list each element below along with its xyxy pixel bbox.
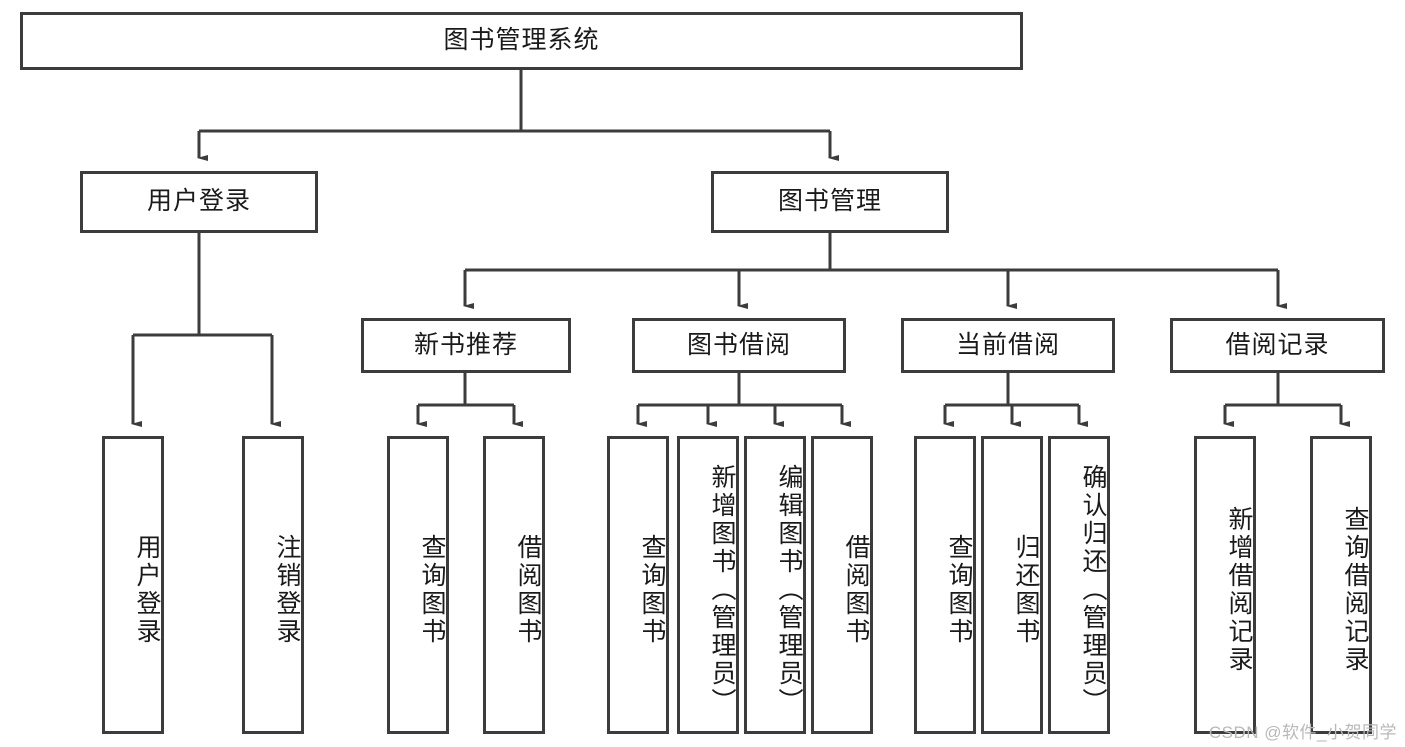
node-book-manage-label: 图书管理 — [777, 187, 882, 216]
node-book-borrow[interactable]: 图书借阅 — [632, 318, 846, 373]
leaf-query-book-1-label: 查询图书 — [418, 534, 446, 646]
leaf-add-record[interactable]: 新增借阅记录 — [1194, 436, 1256, 734]
leaf-logout-login-label: 注销登录 — [273, 534, 301, 646]
node-root[interactable]: 图书管理系统 — [20, 12, 1023, 70]
node-book-borrow-label: 图书借阅 — [686, 330, 791, 359]
leaf-add-book-label: 新增图书（管理员） — [708, 464, 736, 716]
leaf-confirm-return[interactable]: 确认归还（管理员） — [1048, 436, 1110, 734]
leaf-query-book-2-label: 查询图书 — [638, 534, 666, 646]
leaf-query-book-3-label: 查询图书 — [945, 534, 973, 646]
leaf-query-book-3[interactable]: 查询图书 — [914, 436, 976, 734]
csdn-watermark: CSDN @软件_小贺同学 — [1208, 723, 1397, 742]
leaf-query-book-1[interactable]: 查询图书 — [387, 436, 449, 734]
node-user-login[interactable]: 用户登录 — [80, 171, 318, 233]
leaf-return-book[interactable]: 归还图书 — [981, 436, 1043, 734]
leaf-query-record[interactable]: 查询借阅记录 — [1310, 436, 1372, 734]
node-new-book-recommend-label: 新书推荐 — [413, 330, 518, 359]
leaf-borrow-book-1-label: 借阅图书 — [514, 534, 542, 646]
leaf-user-login[interactable]: 用户登录 — [102, 436, 164, 734]
node-borrow-record[interactable]: 借阅记录 — [1170, 318, 1385, 373]
leaf-query-book-2[interactable]: 查询图书 — [607, 436, 669, 734]
leaf-logout-login[interactable]: 注销登录 — [242, 436, 304, 734]
node-current-borrow-label: 当前借阅 — [955, 330, 1060, 359]
node-book-manage[interactable]: 图书管理 — [711, 171, 949, 233]
leaf-add-record-label: 新增借阅记录 — [1225, 506, 1253, 674]
leaf-confirm-return-label: 确认归还（管理员） — [1079, 464, 1107, 716]
leaf-edit-book-label: 编辑图书（管理员） — [775, 464, 803, 716]
leaf-borrow-book-2-label: 借阅图书 — [842, 534, 870, 646]
leaf-query-record-label: 查询借阅记录 — [1341, 506, 1369, 674]
leaf-borrow-book-1[interactable]: 借阅图书 — [483, 436, 545, 734]
node-root-label: 图书管理系统 — [443, 26, 600, 55]
leaf-return-book-label: 归还图书 — [1012, 534, 1040, 646]
node-current-borrow[interactable]: 当前借阅 — [901, 318, 1115, 373]
node-borrow-record-label: 借阅记录 — [1225, 330, 1330, 359]
leaf-edit-book[interactable]: 编辑图书（管理员） — [744, 436, 806, 734]
leaf-add-book[interactable]: 新增图书（管理员） — [677, 436, 739, 734]
leaf-borrow-book-2[interactable]: 借阅图书 — [811, 436, 873, 734]
node-user-login-label: 用户登录 — [146, 187, 251, 216]
node-new-book-recommend[interactable]: 新书推荐 — [361, 318, 571, 373]
leaf-user-login-label: 用户登录 — [133, 534, 161, 646]
